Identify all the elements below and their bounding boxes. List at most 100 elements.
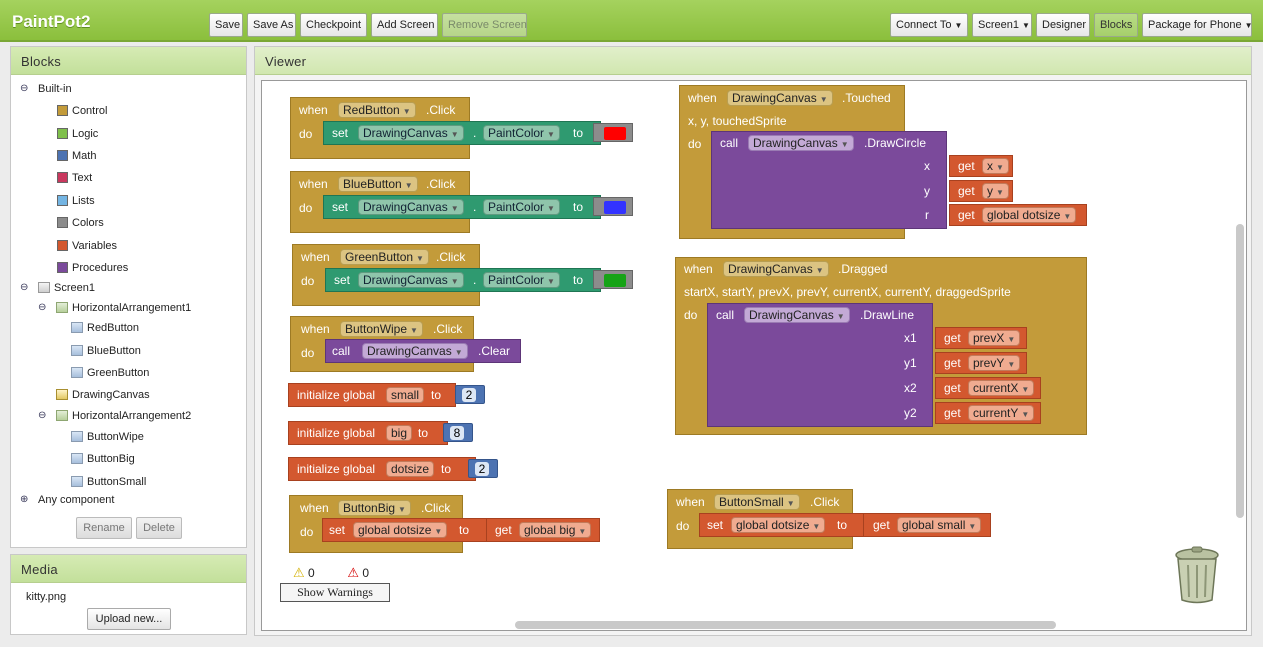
component-pill[interactable]: DrawingCanvas▼ (358, 125, 464, 141)
component-pill[interactable]: DrawingCanvas▼ (748, 135, 854, 151)
horizontal-scrollbar[interactable] (515, 621, 1056, 629)
builtin-category-colors[interactable]: Colors (57, 217, 104, 229)
component-pill[interactable]: DrawingCanvas▼ (723, 261, 829, 277)
color-block-green[interactable] (593, 270, 633, 289)
var-name-pill[interactable]: currentY▼ (968, 405, 1035, 421)
set-global-dotsize-block-small[interactable]: set global dotsize▼ to (699, 513, 867, 537)
init-global-big-block[interactable]: initialize global big to (288, 421, 448, 445)
designer-button[interactable]: Designer (1036, 13, 1090, 37)
add-screen-button[interactable]: Add Screen (371, 13, 438, 37)
collapse-icon[interactable]: ⊖ (20, 282, 29, 293)
media-file-item[interactable]: kitty.png (26, 591, 67, 603)
var-name-pill[interactable]: prevX▼ (968, 330, 1021, 346)
var-name-pill[interactable]: y▼ (982, 183, 1009, 199)
builtin-category-math[interactable]: Math (57, 150, 96, 162)
delete-button[interactable]: Delete (136, 517, 182, 539)
set-global-dotsize-block-big[interactable]: set global dotsize▼ to (322, 518, 490, 542)
var-name-pill[interactable]: small (386, 387, 425, 403)
component-pill[interactable]: ButtonBig▼ (338, 500, 411, 516)
tree-builtin[interactable]: Built-in (38, 83, 72, 95)
component-pill[interactable]: ButtonWipe▼ (340, 321, 423, 337)
tree-item-buttonbig[interactable]: ButtonBig (71, 453, 135, 465)
component-pill[interactable]: DrawingCanvas▼ (744, 307, 850, 323)
builtin-category-variables[interactable]: Variables (57, 240, 117, 252)
var-name-pill[interactable]: x▼ (982, 158, 1009, 174)
init-global-small-block[interactable]: initialize global small to (288, 383, 456, 407)
get-prevx-block[interactable]: get prevX▼ (935, 327, 1027, 349)
var-name-pill[interactable]: global dotsize▼ (353, 522, 448, 538)
remove-screen-button[interactable]: Remove Screen (442, 13, 527, 37)
color-block-blue[interactable] (593, 197, 633, 216)
package-dropdown[interactable]: Package for Phone▼ (1142, 13, 1253, 37)
screen-dropdown[interactable]: Screen1▼ (972, 13, 1032, 37)
tree-item-greenbutton[interactable]: GreenButton (71, 367, 149, 379)
property-pill[interactable]: PaintColor▼ (483, 199, 560, 215)
tree-harr2[interactable]: ⊖HorizontalArrangement2 (38, 410, 191, 422)
var-name-pill[interactable]: global big▼ (519, 522, 592, 538)
call-drawcircle-block[interactable]: call DrawingCanvas▼ .DrawCircle x y r (711, 131, 947, 229)
show-warnings-button[interactable]: Show Warnings (280, 583, 390, 602)
property-pill[interactable]: PaintColor▼ (483, 272, 560, 288)
set-paintcolor-block-green[interactable]: set DrawingCanvas▼ . PaintColor▼ to (325, 268, 601, 292)
get-global-big-block[interactable]: get global big▼ (486, 518, 600, 542)
tree-drawingcanvas[interactable]: DrawingCanvas (56, 389, 150, 401)
number-block[interactable]: 8 (443, 423, 473, 442)
var-name-pill[interactable]: dotsize (386, 461, 435, 477)
builtin-category-control[interactable]: Control (57, 105, 107, 117)
builtin-category-procedures[interactable]: Procedures (57, 262, 128, 274)
component-pill[interactable]: ButtonSmall▼ (714, 494, 800, 510)
component-pill[interactable]: RedButton▼ (338, 102, 416, 118)
builtin-category-text[interactable]: Text (57, 172, 92, 184)
builtin-category-lists[interactable]: Lists (57, 195, 95, 207)
component-pill[interactable]: GreenButton▼ (340, 249, 429, 265)
get-y-block[interactable]: get y▼ (949, 180, 1013, 202)
connect-to-dropdown[interactable]: Connect To▼ (890, 13, 968, 37)
var-name-pill[interactable]: global dotsize▼ (982, 207, 1077, 223)
number-block[interactable]: 2 (455, 385, 485, 404)
component-pill[interactable]: DrawingCanvas▼ (358, 199, 464, 215)
collapse-icon[interactable]: ⊖ (20, 83, 29, 94)
get-global-small-block[interactable]: get global small▼ (863, 513, 991, 537)
call-clear-block[interactable]: call DrawingCanvas▼ .Clear (325, 339, 521, 363)
save-button[interactable]: Save (209, 13, 243, 37)
init-global-dotsize-block[interactable]: initialize global dotsize to (288, 457, 476, 481)
property-pill[interactable]: PaintColor▼ (483, 125, 560, 141)
blocks-button[interactable]: Blocks (1094, 13, 1138, 37)
save-as-button[interactable]: Save As (247, 13, 296, 37)
tree-item-buttonsmall[interactable]: ButtonSmall (71, 476, 146, 488)
blocks-workspace[interactable]: when RedButton▼ .Click do set DrawingCan… (261, 80, 1247, 631)
var-name-pill[interactable]: global small▼ (897, 517, 982, 533)
var-name-pill[interactable]: big (386, 425, 413, 441)
rename-button[interactable]: Rename (76, 517, 132, 539)
tree-screen1[interactable]: ⊖Screen1 (20, 282, 95, 294)
color-block-red[interactable] (593, 123, 633, 142)
component-pill[interactable]: DrawingCanvas▼ (727, 90, 833, 106)
var-name-pill[interactable]: currentX▼ (968, 380, 1035, 396)
component-pill[interactable]: BlueButton▼ (338, 176, 418, 192)
trash-can-icon[interactable] (1172, 545, 1222, 605)
tree-any-component[interactable]: Any component (38, 494, 115, 506)
var-name-pill[interactable]: global dotsize▼ (731, 517, 826, 533)
call-drawline-block[interactable]: call DrawingCanvas▼ .DrawLine x1 y1 x2 y… (707, 303, 933, 427)
tree-item-bluebutton[interactable]: BlueButton (71, 345, 141, 357)
component-pill[interactable]: DrawingCanvas▼ (362, 343, 468, 359)
get-global-dotsize-block[interactable]: get global dotsize▼ (949, 204, 1087, 226)
tree-item-redbutton[interactable]: RedButton (71, 322, 139, 334)
var-name-pill[interactable]: prevY▼ (968, 355, 1021, 371)
get-currentx-block[interactable]: get currentX▼ (935, 377, 1041, 399)
set-paintcolor-block-blue[interactable]: set DrawingCanvas▼ . PaintColor▼ to (323, 195, 601, 219)
set-paintcolor-block-red[interactable]: set DrawingCanvas▼ . PaintColor▼ to (323, 121, 601, 145)
get-prevy-block[interactable]: get prevY▼ (935, 352, 1027, 374)
vertical-scrollbar[interactable] (1236, 224, 1244, 518)
collapse-icon[interactable]: ⊖ (38, 410, 47, 421)
collapse-icon[interactable]: ⊖ (38, 302, 47, 313)
builtin-category-logic[interactable]: Logic (57, 128, 98, 140)
checkpoint-button[interactable]: Checkpoint (300, 13, 367, 37)
component-pill[interactable]: DrawingCanvas▼ (358, 272, 464, 288)
upload-new-button[interactable]: Upload new... (87, 608, 171, 630)
number-block[interactable]: 2 (468, 459, 498, 478)
get-x-block[interactable]: get x▼ (949, 155, 1013, 177)
get-currenty-block[interactable]: get currentY▼ (935, 402, 1041, 424)
expand-icon[interactable]: ⊕ (20, 494, 29, 505)
tree-item-buttonwipe[interactable]: ButtonWipe (71, 431, 144, 443)
